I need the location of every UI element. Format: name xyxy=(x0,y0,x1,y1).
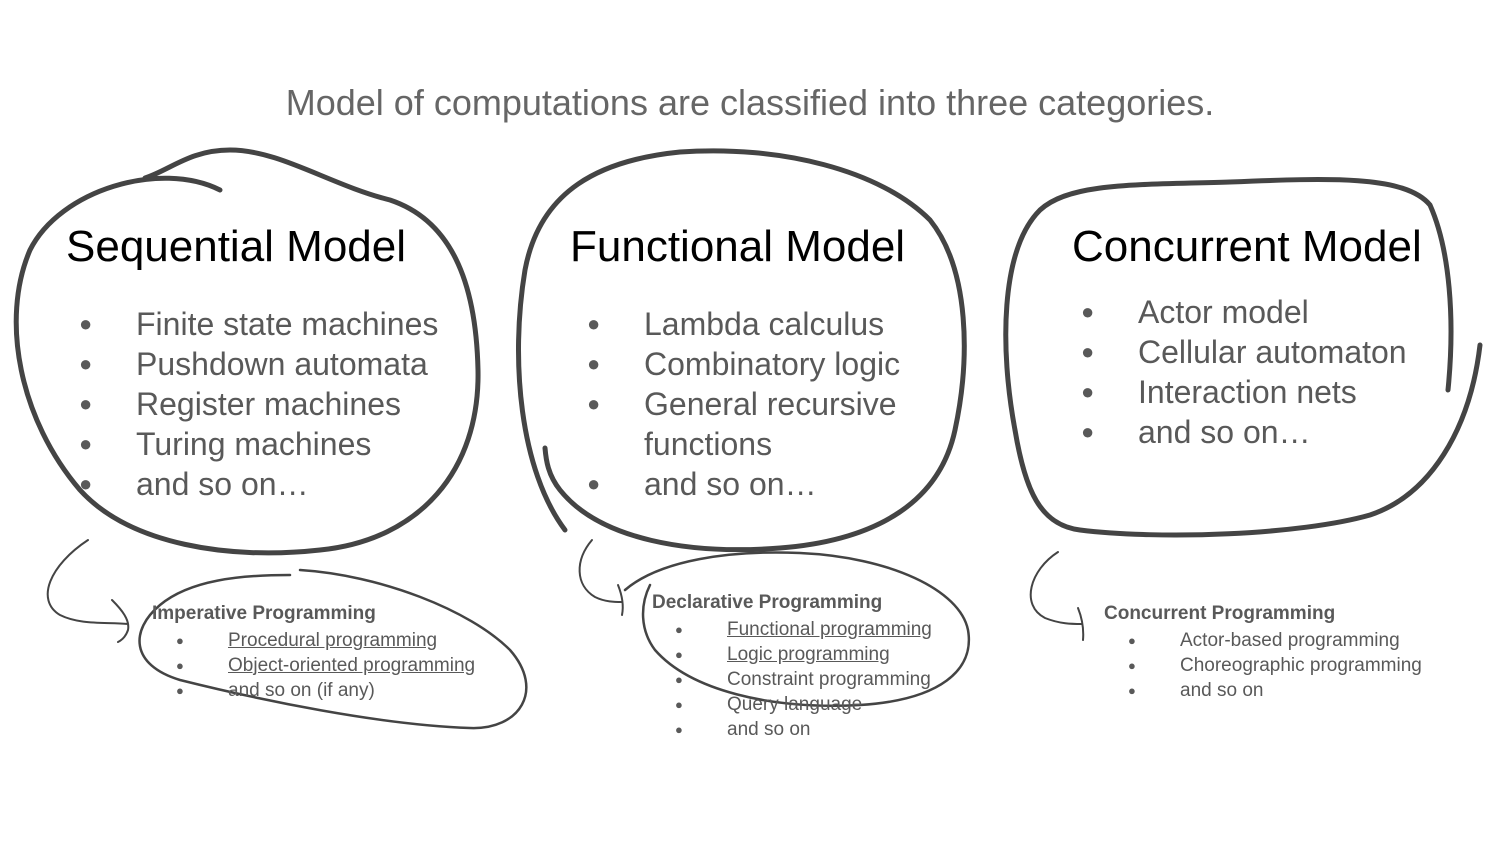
concurrent-programming-title: Concurrent Programming xyxy=(1104,603,1336,624)
imperative-programming-title: Imperative Programming xyxy=(152,603,376,624)
list-item: and so on… xyxy=(1081,412,1407,452)
list-item: Interaction nets xyxy=(1081,372,1407,412)
list-item: Turing machines xyxy=(79,424,438,464)
sequential-model-list: Finite state machines Pushdown automata … xyxy=(79,304,438,504)
concurrent-model-title: Concurrent Model xyxy=(1072,222,1422,271)
slide-title: Model of computations are classified int… xyxy=(285,82,1215,123)
list-item: Constraint programming xyxy=(675,667,932,692)
sequential-to-imperative-arrow xyxy=(46,539,130,643)
list-item: and so on… xyxy=(587,464,900,504)
concurrent-programming-list: Actor-based programming Choreographic pr… xyxy=(1128,628,1422,703)
list-item: Lambda calculus xyxy=(587,304,900,344)
list-item: and so on… xyxy=(79,464,438,504)
list-item-link[interactable]: Functional programming xyxy=(675,617,932,642)
list-item: and so on (if any) xyxy=(176,678,475,703)
functional-model-list: Lambda calculus Combinatory logic Genera… xyxy=(587,304,900,504)
list-item: Register machines xyxy=(79,384,438,424)
list-item: General recursive xyxy=(587,384,900,424)
functional-to-declarative-arrow xyxy=(578,539,624,616)
list-item-link[interactable]: Logic programming xyxy=(675,642,932,667)
sequential-model-title: Sequential Model xyxy=(66,222,407,271)
list-item: Cellular automaton xyxy=(1081,332,1407,372)
list-item: Actor model xyxy=(1081,292,1407,332)
list-item: Combinatory logic xyxy=(587,344,900,384)
list-item: and so on xyxy=(675,717,932,742)
list-item: Actor-based programming xyxy=(1128,628,1422,653)
list-item: Finite state machines xyxy=(79,304,438,344)
list-item-link[interactable]: Object-oriented programming xyxy=(176,653,475,678)
imperative-programming-list: Procedural programming Object-oriented p… xyxy=(176,628,475,703)
list-item: Query language xyxy=(675,692,932,717)
list-item: Choreographic programming xyxy=(1128,653,1422,678)
concurrent-model-list: Actor model Cellular automaton Interacti… xyxy=(1081,292,1407,452)
declarative-programming-title: Declarative Programming xyxy=(652,592,883,613)
list-item: and so on xyxy=(1128,678,1422,703)
declarative-programming-list: Functional programming Logic programming… xyxy=(675,617,932,742)
functional-model-title: Functional Model xyxy=(570,222,906,271)
list-item-continuation: functions xyxy=(644,426,773,462)
concurrent-to-programming-arrow xyxy=(1029,551,1085,641)
list-item-link[interactable]: Procedural programming xyxy=(176,628,475,653)
list-item: Pushdown automata xyxy=(79,344,438,384)
